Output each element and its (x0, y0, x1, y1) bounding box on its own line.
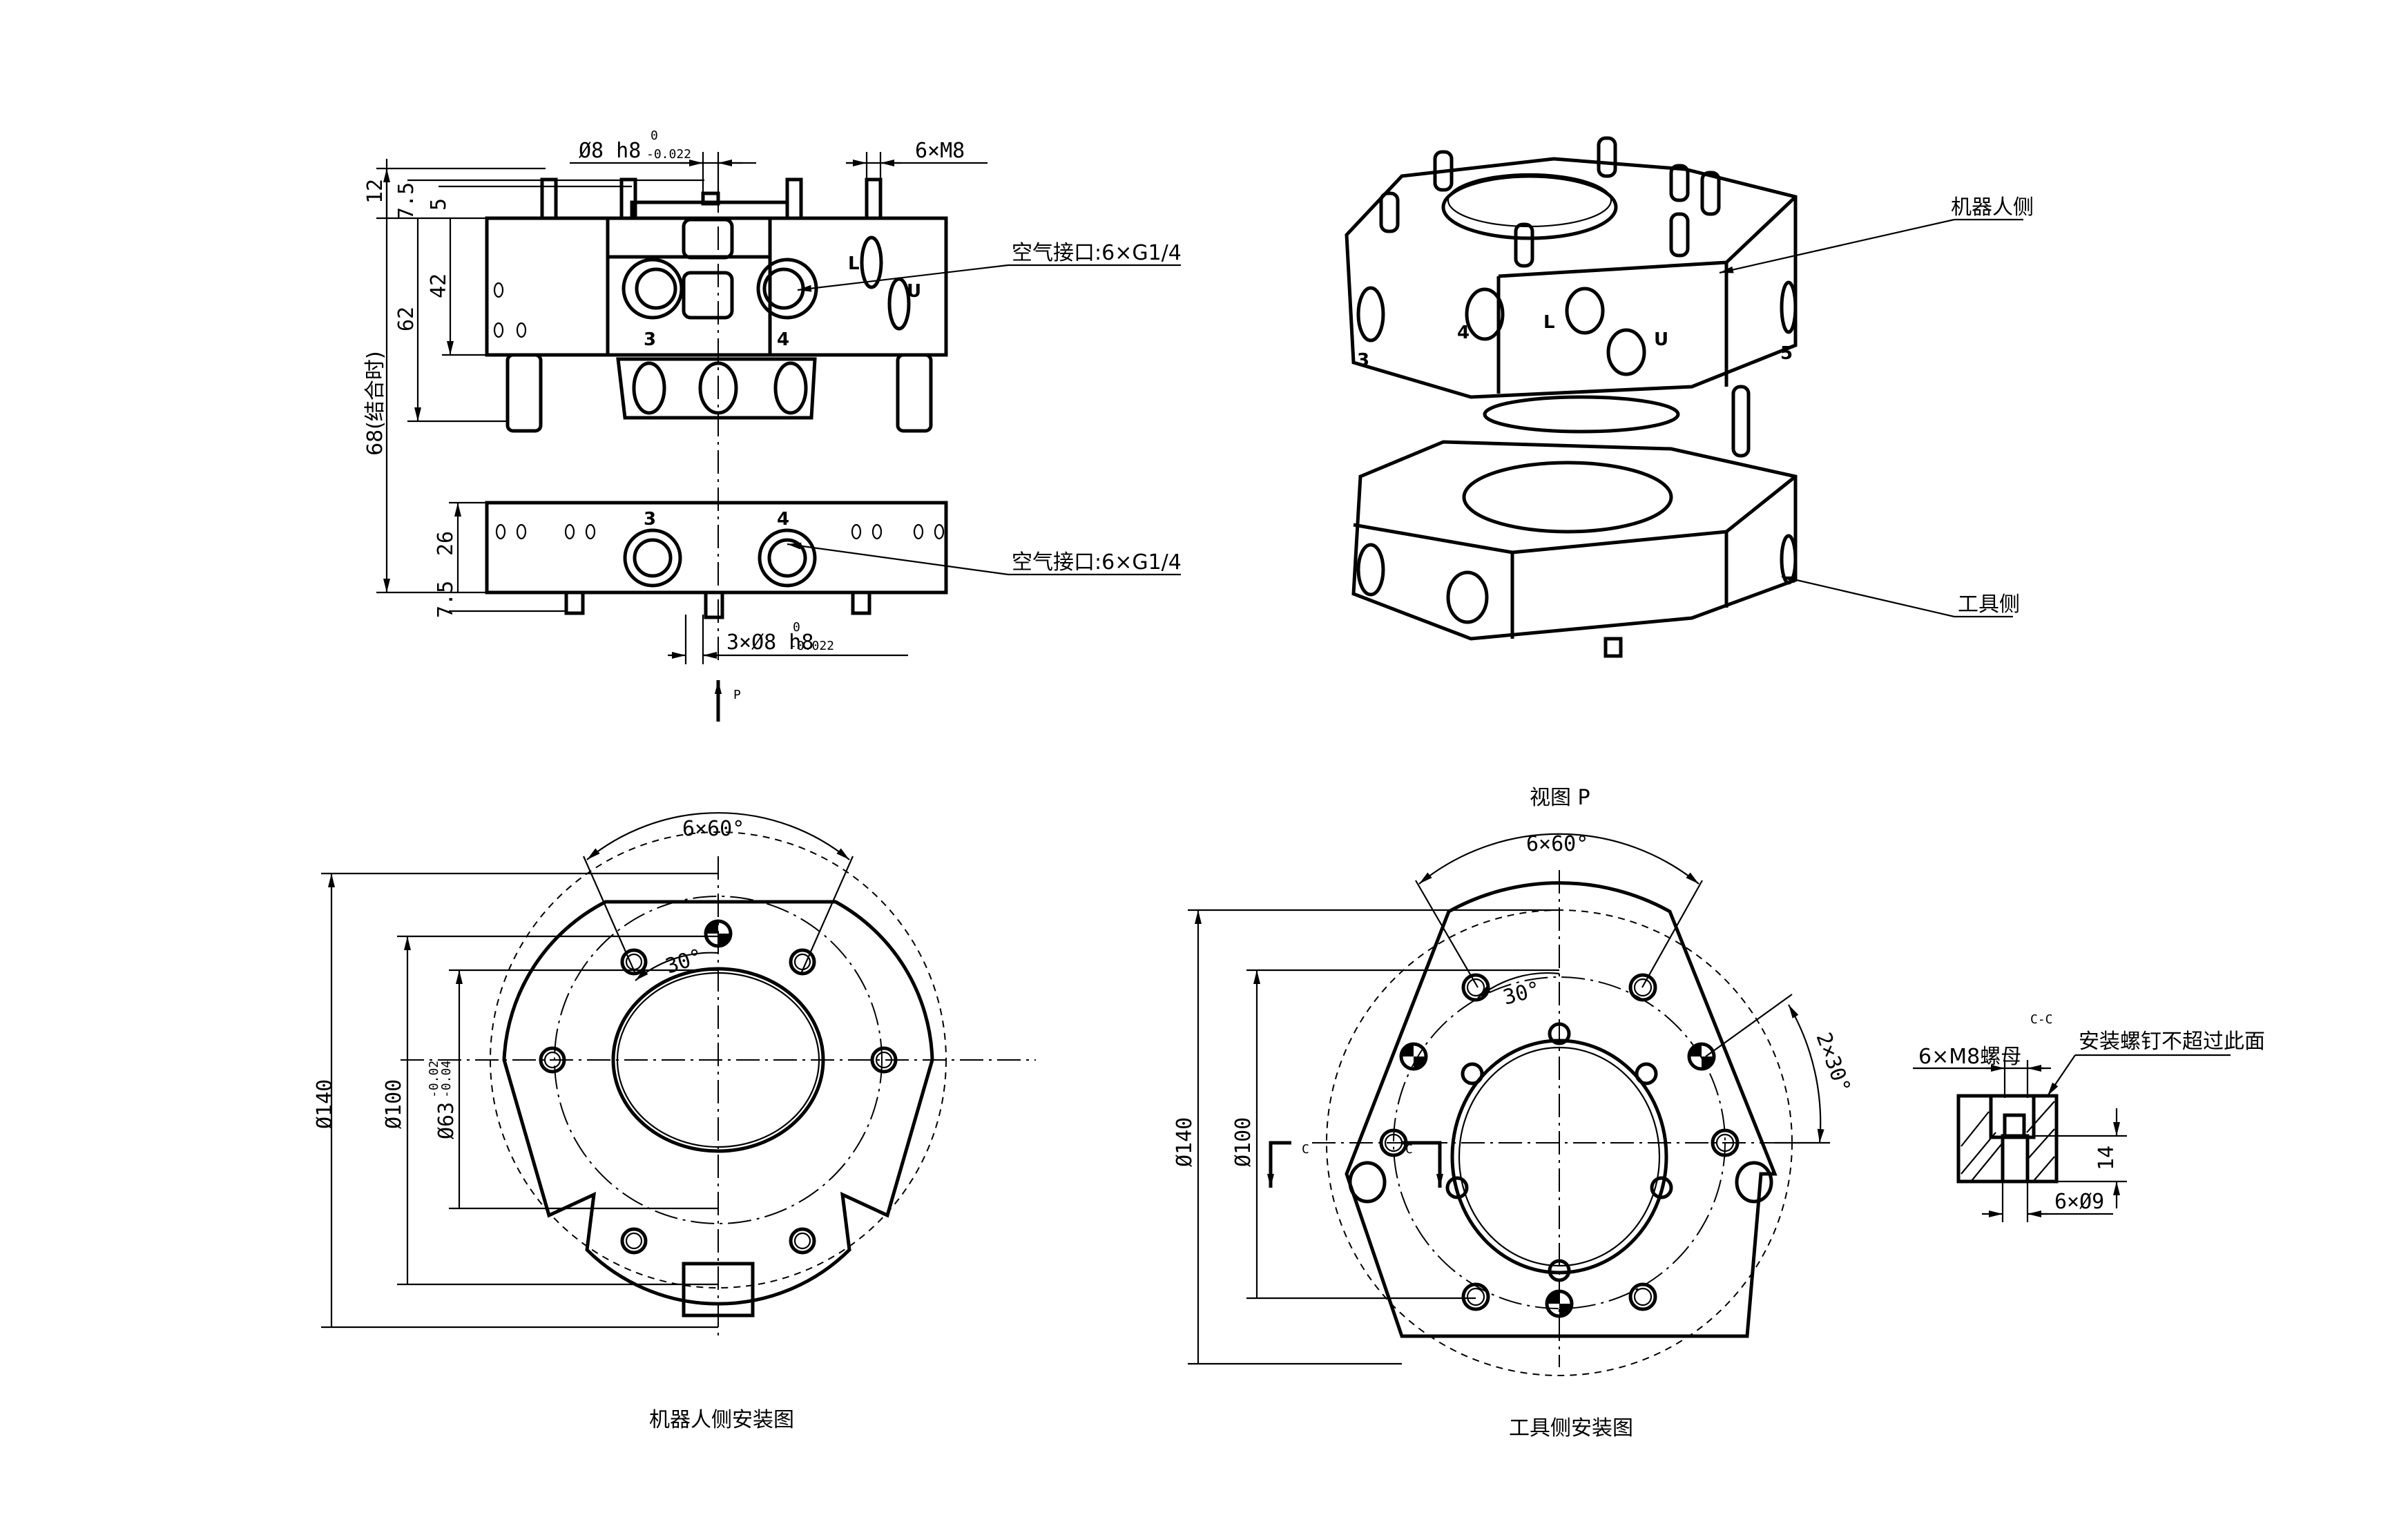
top-pins (540, 177, 883, 220)
robot-dia-140: Ø140 (313, 1079, 337, 1129)
iso-pins (1379, 136, 1751, 458)
tool-plate-outline (1345, 881, 1778, 1338)
dim-pin-diameter: Ø8 h8 (579, 139, 641, 163)
upper-body (485, 216, 948, 357)
section-note: 安装螺钉不超过此面 (2079, 1030, 2265, 1054)
section-hatch (1961, 1101, 2055, 1181)
dim-7-5-top: 7.5 (394, 182, 418, 220)
dim-42: 42 (427, 273, 451, 298)
iso-port-4: 4 (1457, 322, 1470, 343)
iso-port-5: 5 (1780, 343, 1793, 364)
dim-bottom-pins: 3×Ø8 h8 (726, 630, 813, 655)
robot-bore-tol-upper: -0.02 (427, 1061, 441, 1098)
port-label-3b: 3 (644, 509, 656, 530)
tool-locator-marks (1399, 1042, 1716, 1318)
port-label-u: U (907, 281, 921, 302)
height-dimensions (376, 159, 704, 612)
air-port-callout-top: 空气接口:6×G1/4 (1012, 241, 1182, 265)
dim-thread: 6×M8 (915, 139, 965, 163)
section-mark-left: C (1302, 1142, 1309, 1157)
dim-pin-tol-lower: -0.022 (646, 147, 691, 162)
robot-bolt-holes (539, 948, 898, 1255)
dim-pin-tol-upper: 0 (651, 128, 658, 143)
tool-side-label: 工具侧 (1958, 592, 2020, 617)
air-port-callout-bottom: 空气接口:6×G1/4 (1012, 550, 1182, 575)
port-3-circle (622, 258, 684, 320)
robot-mount-title: 机器人侧安装图 (649, 1408, 794, 1432)
tool-angle-pitch: 6×60° (1526, 832, 1588, 856)
section-mark-right: C (1405, 1142, 1413, 1157)
robot-bore-tol-lower: -0.04 (439, 1061, 454, 1098)
dim-12: 12 (363, 179, 387, 204)
section-title: C-C (2030, 1012, 2053, 1027)
robot-mount-view: Ø140 Ø100 Ø63 -0.02 -0.04 6×60° 30° 机器人侧… (313, 812, 1036, 1432)
section-hole: 6×Ø9 (2054, 1190, 2104, 1214)
iso-port-u: U (1654, 329, 1668, 350)
view-p-title: 视图 P (1530, 786, 1590, 810)
tool-bore-lobes (1445, 1022, 1673, 1282)
tool-mount-view: 视图 P (1173, 786, 1855, 1440)
dim-5: 5 (427, 198, 451, 211)
section-cc-view: C-C 6×M8螺母 安装螺钉不超过此面 14 6×Ø9 (1913, 1012, 2265, 1222)
dim-7-5-bottom: 7.5 (434, 581, 458, 618)
dim-bottom-tol-lower: -0.022 (789, 639, 834, 653)
port-4-circle (756, 258, 818, 320)
port-label-4: 4 (777, 329, 789, 350)
tool-dia-100: Ø100 (1231, 1117, 1255, 1167)
port-label-3: 3 (644, 329, 656, 350)
section-nut-label: 6×M8螺母 (1918, 1045, 2021, 1069)
port-label-l: L (848, 253, 860, 274)
robot-connector (682, 1262, 755, 1318)
robot-dia-63: Ø63 (434, 1102, 459, 1139)
lower-body (485, 501, 948, 595)
tool-dia-140: Ø140 (1173, 1117, 1197, 1167)
tool-bolt-holes (1379, 973, 1740, 1311)
iso-port-3: 3 (1357, 350, 1369, 371)
front-view: 3 4 L U 3 4 (363, 128, 1182, 722)
robot-side-module (1345, 157, 1798, 399)
port-label-4b: 4 (777, 509, 789, 530)
dim-bottom-tol-upper: 0 (793, 620, 800, 635)
iso-port-l: L (1543, 312, 1555, 333)
robot-side-label: 机器人侧 (1951, 195, 2034, 220)
dim-68-mated: 68(结合时) (363, 351, 387, 456)
isometric-view: 4 3 L U 5 机器人侧 工具侧 (1345, 136, 2034, 658)
tool-angle-offset: 30° (1501, 977, 1543, 1010)
section-depth: 14 (2094, 1146, 2119, 1170)
tool-mount-title: 工具侧安装图 (1509, 1416, 1633, 1440)
tool-side-module (1351, 440, 1798, 641)
dim-26: 26 (434, 531, 458, 556)
coupling (616, 357, 817, 420)
view-p-label: P (733, 688, 741, 702)
robot-plate-outline (502, 900, 934, 1306)
dim-62: 62 (394, 307, 418, 331)
robot-angle-pitch: 6×60° (682, 817, 744, 841)
robot-dia-100: Ø100 (382, 1079, 406, 1129)
